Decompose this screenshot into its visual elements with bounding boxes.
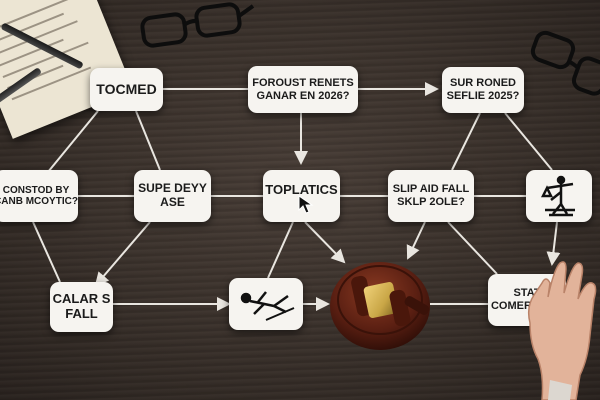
scales-figure-icon [540, 175, 575, 217]
node-costed-by-line2: CANB MCOYTIC? [0, 196, 78, 207]
falling-person-icon [240, 291, 295, 321]
node-falling-person[interactable] [229, 278, 303, 330]
node-supe-deyy-line2: ASE [160, 195, 185, 209]
node-forecast-line1: FOROUST RENETS [252, 76, 354, 89]
node-scales-figure[interactable] [526, 170, 592, 222]
cursor-arrow-icon [298, 195, 314, 214]
node-calars-fall-line1: CALAR S [52, 291, 111, 307]
node-supe-deyy[interactable]: SUPE DEYY ASE [134, 170, 211, 222]
hand [527, 261, 597, 400]
node-sur-roned[interactable]: SUR RONED SEFLIE 2025? [442, 67, 524, 113]
gavel-icon [330, 262, 430, 350]
node-calars-fall-line2: FALL [65, 306, 98, 321]
node-toplatics[interactable]: TOPLATICS [263, 170, 340, 222]
node-costed-by-line1: CONSTOD BY [2, 184, 70, 196]
node-slip-aid-line1: SLIP AID FALL [392, 183, 470, 196]
node-sur-roned-line2: SEFLIE 2025? [446, 90, 520, 102]
node-calars-fall[interactable]: CALAR S FALL [50, 282, 113, 332]
node-forecast[interactable]: FOROUST RENETS GANAR EN 2026? [248, 66, 358, 113]
node-tocmed-label: TOCMED [96, 81, 157, 98]
node-sur-roned-line1: SUR RONED [449, 77, 516, 90]
node-slip-aid-line2: SKLP 2OLE? [397, 196, 465, 208]
node-slip-aid[interactable]: SLIP AID FALL SKLP 2OLE? [388, 170, 474, 222]
node-forecast-line2: GANAR EN 2026? [256, 89, 350, 102]
node-costed-by[interactable]: CONSTOD BY CANB MCOYTIC? [0, 170, 78, 222]
eyeglasses-icon [530, 30, 600, 96]
node-tocmed[interactable]: TOCMED [90, 68, 163, 111]
eyeglasses-icon [140, 2, 255, 48]
node-toplatics-label: TOPLATICS [265, 182, 338, 197]
node-supe-deyy-line1: SUPE DEYY [138, 181, 207, 196]
